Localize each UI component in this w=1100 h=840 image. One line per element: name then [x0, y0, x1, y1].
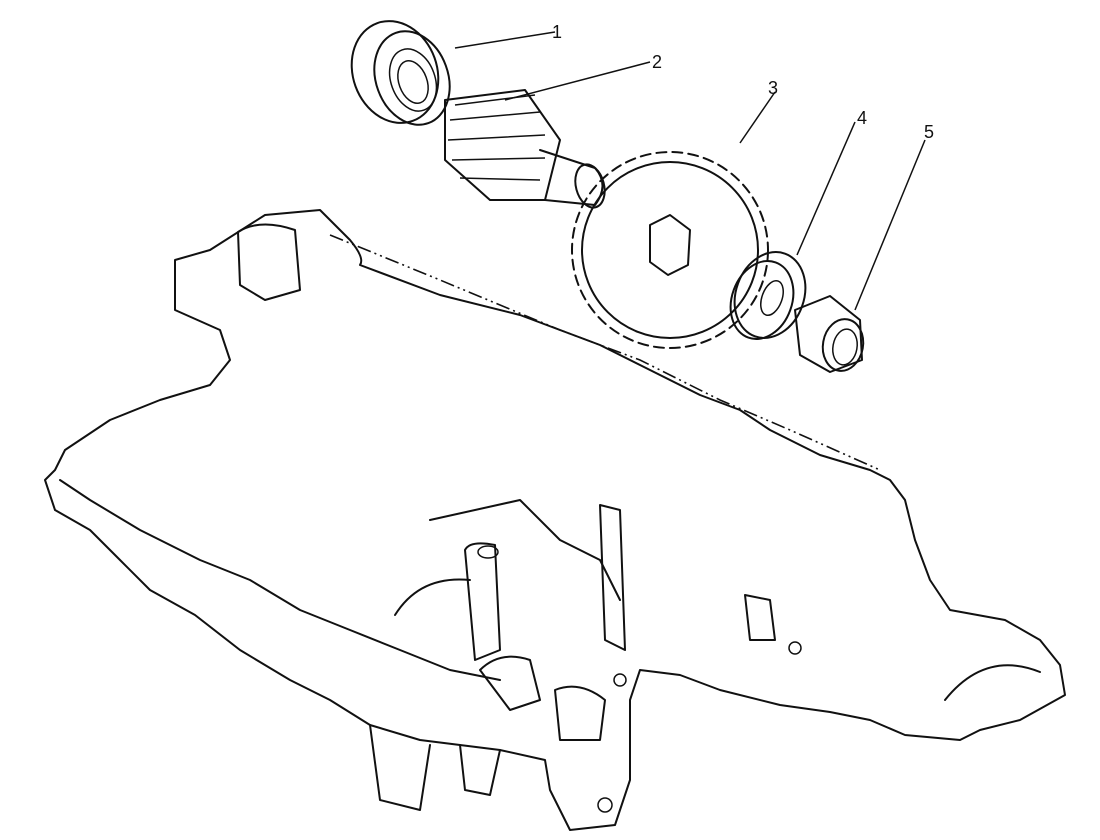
sprocket-part: [571, 151, 769, 349]
bearing-part: [350, 20, 451, 126]
callout-2: 2: [652, 52, 663, 72]
nut-part: [794, 295, 865, 373]
leader-lines: [454, 31, 926, 311]
callout-5: 5: [924, 122, 935, 142]
callout-1: 1: [552, 22, 563, 42]
callout-3: 3: [768, 78, 779, 98]
callout-4: 4: [857, 108, 868, 128]
pinion-shaft-part: [444, 89, 606, 209]
split-line: [329, 234, 881, 471]
crankcase-body: [44, 209, 1066, 831]
